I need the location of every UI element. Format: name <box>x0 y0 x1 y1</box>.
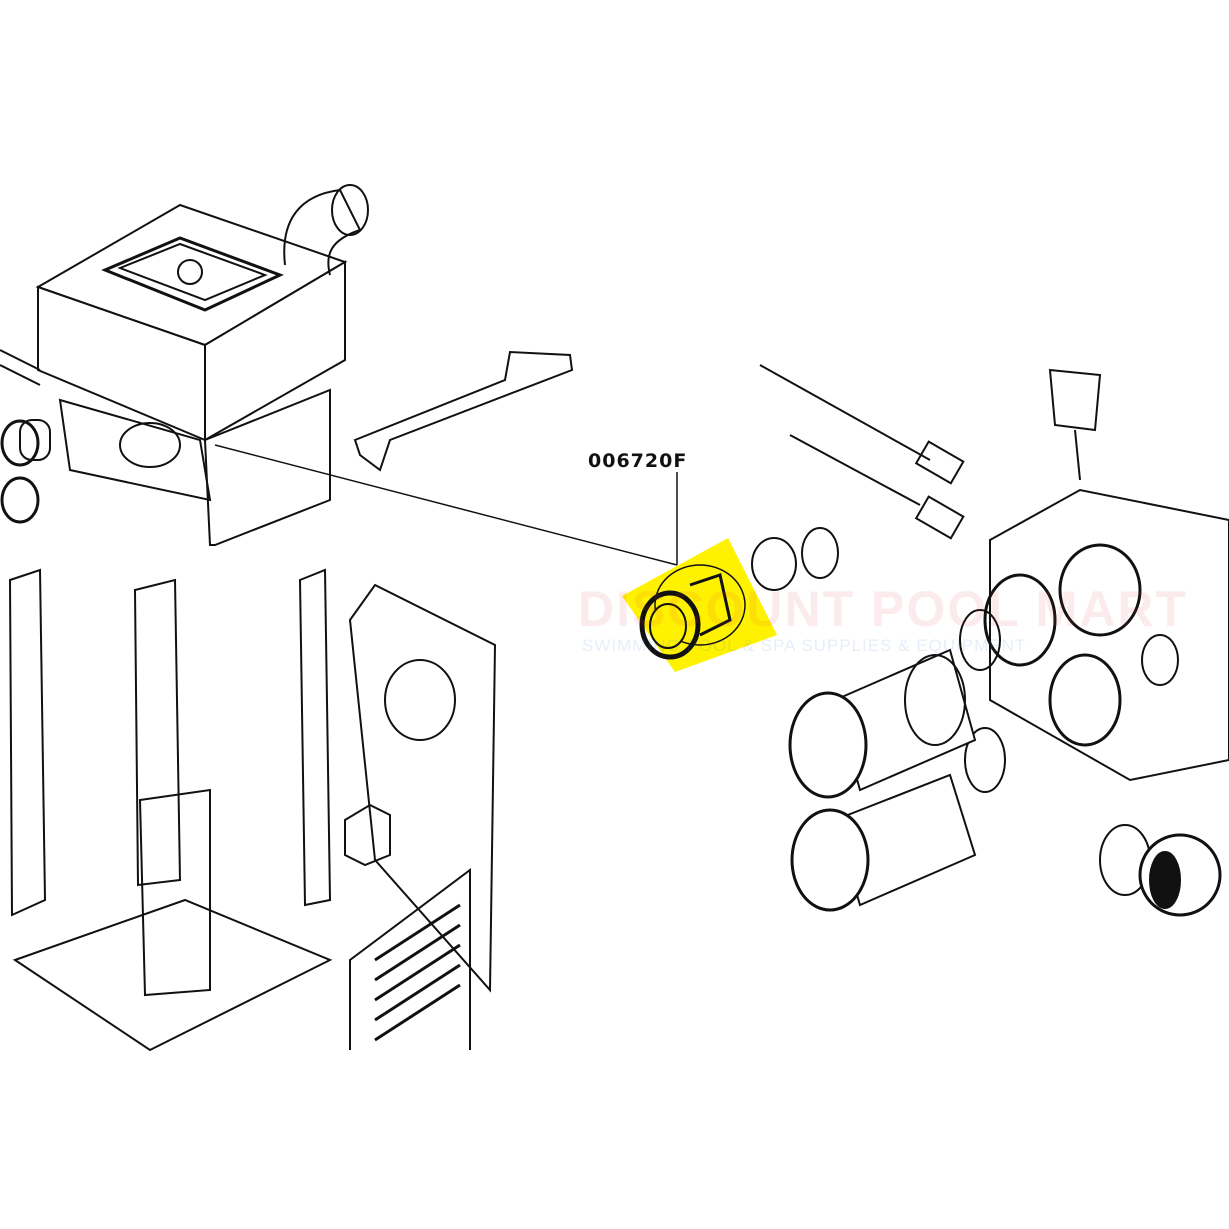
thermostat-ring <box>751 537 797 591</box>
leader-line <box>214 444 678 566</box>
mounting-bracket <box>353 350 574 472</box>
louver-vents <box>374 903 461 1042</box>
part-number-label: 006720F <box>588 450 688 472</box>
heat-exchanger-assembly <box>0 184 369 546</box>
watermark-tagline: SWIMMING POOL & SPA SUPPLIES & EQUIPMENT <box>582 636 1027 655</box>
watermark-brand: DISCOUNT POOL MART <box>578 581 1189 637</box>
manifold-assembly <box>759 364 1229 917</box>
cabinet-frame <box>8 568 497 1052</box>
o-ring <box>801 527 839 579</box>
highlighted-part-006720F <box>622 538 777 672</box>
